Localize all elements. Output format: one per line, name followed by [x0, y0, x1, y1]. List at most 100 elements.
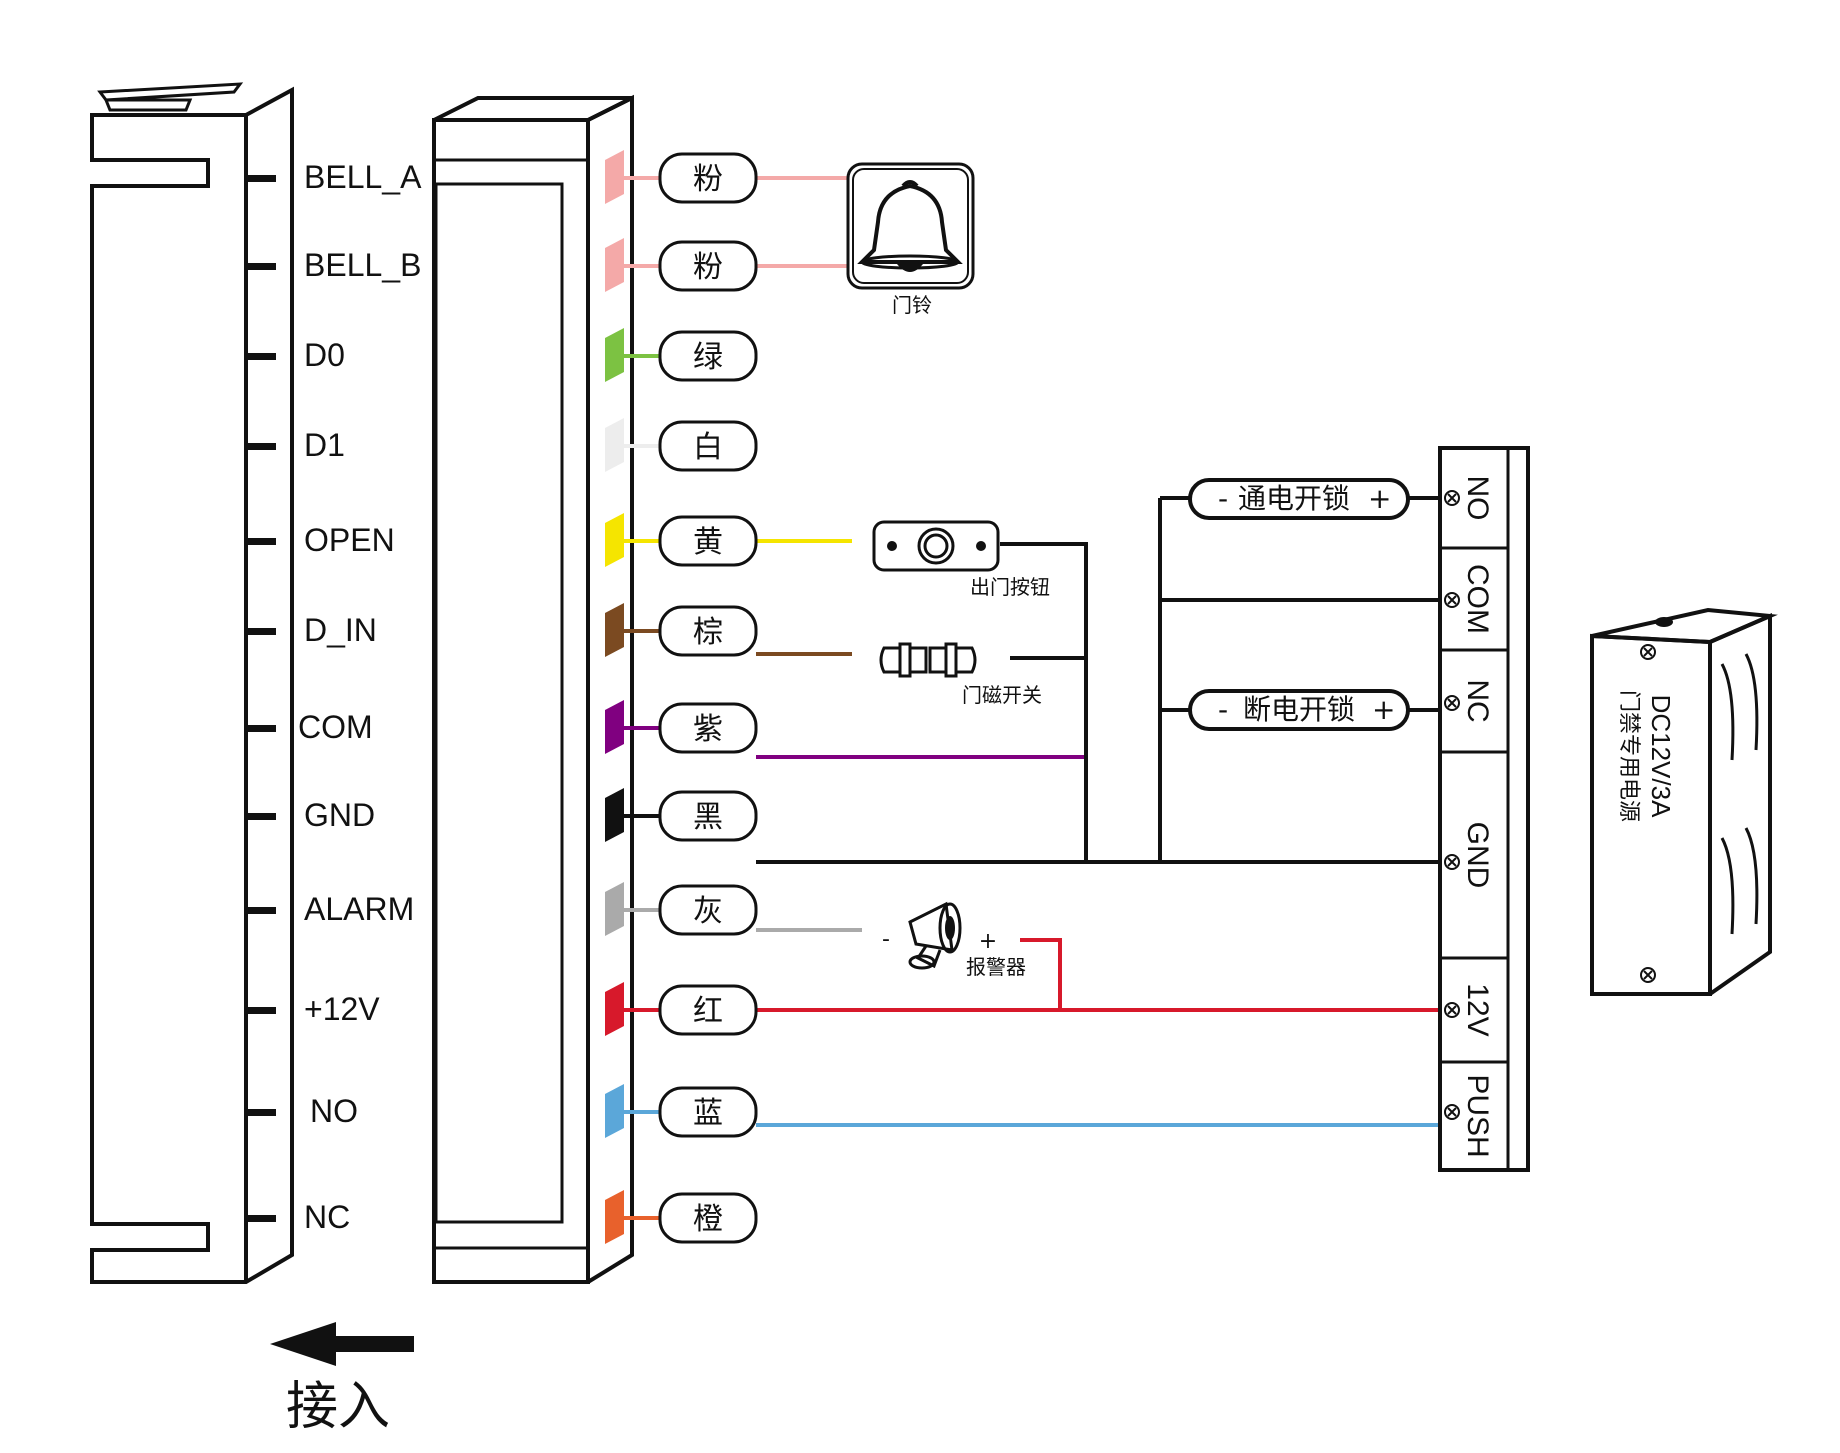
- wire-color-box: [658, 515, 758, 567]
- housing-pin: [246, 1007, 276, 1014]
- wire-color-block: [605, 882, 624, 936]
- wire-group: [624, 176, 1440, 1220]
- housing-pin: [246, 263, 276, 270]
- pin-label: D_IN: [304, 612, 377, 648]
- wire-color-box: [658, 152, 758, 204]
- wire-color-name: 绿: [693, 340, 723, 375]
- screw-cross: [1447, 857, 1457, 867]
- screw-icon: [1444, 1002, 1460, 1018]
- svg-text:-: -: [1218, 482, 1228, 515]
- wire-color-block: [605, 513, 624, 567]
- wire-color-name: 黑: [693, 800, 723, 835]
- screw-cross: [1447, 1005, 1457, 1015]
- wire-color-name: 红: [693, 994, 723, 1029]
- arrow-left-icon: [270, 1322, 336, 1366]
- left-connector-housing: [90, 82, 294, 1284]
- wire-color-block: [605, 788, 624, 842]
- terminal-label: GND: [1461, 822, 1494, 889]
- wire-color-block: [605, 328, 624, 382]
- svg-text:+: +: [1372, 693, 1395, 726]
- wire-color-box: [658, 240, 758, 292]
- power-supply-name: 门禁专用电源: [1616, 690, 1641, 822]
- screw-icon: [1444, 1104, 1460, 1120]
- pin-label: BELL_A: [304, 159, 422, 195]
- housing-pin: [246, 175, 276, 182]
- wire-color-block: [605, 1190, 624, 1244]
- wire-color-block-group: [605, 150, 624, 1244]
- wire-color-box: [658, 1192, 758, 1244]
- pin-label: COM: [298, 709, 373, 745]
- terminal-label: NO: [1461, 476, 1494, 521]
- screw-icon: [1444, 854, 1460, 870]
- svg-text:-: -: [882, 927, 890, 952]
- wire-color-block: [605, 1084, 624, 1138]
- wire-color-box: [658, 702, 758, 754]
- bell-icon: [857, 180, 963, 272]
- housing-pin: [246, 443, 276, 450]
- pin-label: BELL_B: [304, 247, 421, 283]
- wire-color-name: 粉: [693, 162, 723, 197]
- wire-color-name: 橙: [693, 1202, 723, 1237]
- screw-icon: [1444, 592, 1460, 608]
- wire-color-name: 紫: [693, 712, 723, 747]
- wire-color-name: 黄: [693, 525, 723, 560]
- wire-color-name: 白: [693, 430, 723, 465]
- door-sensor-label: 门磁开关: [962, 683, 1042, 707]
- wire-color-box: [658, 984, 758, 1036]
- wire-color-block: [605, 982, 624, 1036]
- pin-label: +12V: [304, 991, 380, 1027]
- exit-button-device: 出门按钮: [872, 520, 1050, 599]
- wire-color-box: [658, 1086, 758, 1138]
- housing-pin: [246, 538, 276, 545]
- wire-color-box: [658, 605, 758, 657]
- doorbell: 门铃: [846, 162, 975, 317]
- screw-cross: [1447, 698, 1457, 708]
- alarm-label: 报警器: [966, 955, 1026, 979]
- wire-color-box: [658, 884, 758, 936]
- screw-cross: [1447, 493, 1457, 503]
- wire-color-block: [605, 150, 624, 204]
- terminal-label: NC: [1461, 679, 1494, 722]
- power-supply-rating: DC12V/3A: [1646, 695, 1676, 818]
- wire-color-name: 灰: [693, 894, 723, 929]
- wire-color-name: 粉: [693, 250, 723, 285]
- lock-power-off: - 断电开锁 +: [1188, 689, 1410, 731]
- screw-icon: [1444, 695, 1460, 711]
- bell-label: 门铃: [892, 293, 932, 317]
- lock-power-on: - 通电开锁 +: [1188, 478, 1410, 520]
- pin-label: ALARM: [304, 891, 414, 927]
- svg-text:-: -: [1218, 693, 1228, 726]
- door-sensor-device: 门磁开关: [879, 642, 1042, 707]
- wire-color-name: 棕: [693, 615, 723, 650]
- pin-label-group: BELL_ABELL_BD0D1OPEND_INCOMGNDALARM+12VN…: [298, 159, 422, 1235]
- svg-text:通电开锁: 通电开锁: [1238, 482, 1350, 515]
- svg-text:+: +: [1368, 482, 1391, 515]
- alarm-siren-device: - + 报警器: [882, 901, 1026, 979]
- housing-pin: [246, 725, 276, 732]
- wire-color-box: [658, 420, 758, 472]
- terminal-block: [1438, 446, 1530, 1172]
- pin-label: GND: [304, 797, 375, 833]
- pin-label: OPEN: [304, 522, 395, 558]
- arrow-shaft: [330, 1336, 414, 1352]
- wire-color-block: [605, 700, 624, 754]
- housing-pin: [246, 353, 276, 360]
- connect-label: 接入: [286, 1377, 390, 1437]
- pin-label: D0: [304, 337, 345, 373]
- wire-color-box: [658, 330, 758, 382]
- svg-text:+: +: [979, 929, 997, 954]
- terminal-label: PUSH: [1461, 1074, 1494, 1157]
- wire-color-box: [658, 790, 758, 842]
- housing-pin: [246, 907, 276, 914]
- power-supply: DC12V/3A 门禁专用电源: [1590, 607, 1778, 996]
- screw-cross: [1447, 1107, 1457, 1117]
- connect-arrow: 接入: [270, 1322, 414, 1437]
- terminal-label: COM: [1461, 564, 1494, 634]
- housing-pin: [246, 628, 276, 635]
- wire-color-block: [605, 238, 624, 292]
- svg-text:断电开锁: 断电开锁: [1243, 693, 1355, 726]
- trunk-wiring: [758, 496, 1440, 1012]
